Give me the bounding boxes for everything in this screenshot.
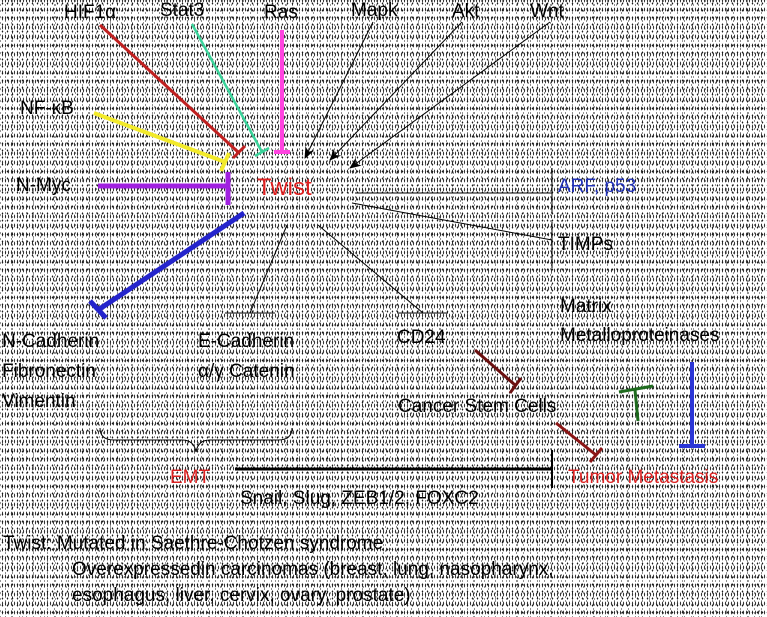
tumor-metastasis-label: Tumor Metastasis: [568, 467, 719, 488]
timps-label: TIMPs: [558, 234, 613, 255]
timps-inhibit-link: [351, 202, 553, 268]
snail-slug-label: Snail, Slug, ZEB1/2, FOXC2: [240, 488, 479, 509]
footnote-line-3: esophagus, liver, cervix, ovary, prostat…: [72, 585, 411, 606]
nfkb-inhibit-link: [93, 111, 231, 172]
hif1a-label: HIF1α: [64, 2, 117, 23]
akt-arrow: [329, 21, 463, 161]
ecad-group-label: E-Cadherin α/γ Catenin: [198, 327, 295, 387]
emt-label: EMT: [170, 467, 211, 488]
akt-label: Akt: [452, 1, 480, 22]
footnote-line-1: Twist: Mutated in Saethre-Chotzen syndro…: [3, 533, 384, 554]
mmp-line-1: Matrix: [560, 296, 612, 317]
cd24-label: CD24: [397, 327, 446, 348]
nfkb-label: NF-κB: [20, 98, 74, 119]
green-inhibit-link: [618, 384, 654, 422]
cd24-csc-link: [474, 348, 523, 394]
nmyc-label: N-Myc: [16, 175, 71, 196]
footnote-line-2: Overexpressedin carcinomas (breast, lung…: [72, 559, 554, 580]
p53-label: p53: [604, 176, 637, 197]
stat3-inhibit-link: [190, 23, 270, 158]
arf-p53-label: ARF, p53: [558, 176, 636, 199]
ras-inhibit-link: [274, 30, 290, 154]
ecad-inhibit-link: [225, 224, 288, 314]
emt-brace: [99, 427, 293, 453]
ncad-group-label: N-Cadherin Fibronectin Vimentin: [2, 327, 99, 417]
mapk-label: Mapk: [351, 0, 398, 21]
mmp-line-2: Metalloproteinases: [560, 325, 720, 346]
catenin-label: α/γ Catenin: [198, 361, 295, 382]
mapk-arrow: [304, 21, 374, 159]
arf-p53-inhibit-link: [355, 168, 553, 213]
ecad-label: E-Cadherin: [198, 331, 295, 352]
cd24-inhibit-link: [317, 224, 448, 314]
csc-metastasis-link: [555, 421, 604, 463]
footnote: Twist: Mutated in Saethre-Chotzen syndro…: [3, 531, 554, 609]
vimentin-label: Vimentin: [2, 391, 76, 412]
wnt-label: Wnt: [530, 1, 564, 22]
ncad-inhibit-link: [88, 210, 246, 320]
csc-label: Cancer Stem Cells: [398, 396, 557, 417]
hif1a-inhibit-link: [98, 23, 247, 160]
stat3-label: Stat3: [160, 0, 205, 21]
emt-metastasis-link: [235, 450, 553, 488]
mmp-label: Matrix Metalloproteinases: [560, 292, 719, 350]
arf-label: ARF,: [558, 176, 600, 197]
twist-node: Twist: [257, 174, 312, 201]
nmyc-inhibit-link: [98, 172, 231, 205]
mmp-metastasis-link: [679, 362, 705, 448]
fibronectin-label: Fibronectin: [2, 361, 96, 382]
wnt-arrow: [349, 21, 551, 169]
ncad-label: N-Cadherin: [2, 331, 100, 352]
ras-label: Ras: [264, 2, 298, 23]
